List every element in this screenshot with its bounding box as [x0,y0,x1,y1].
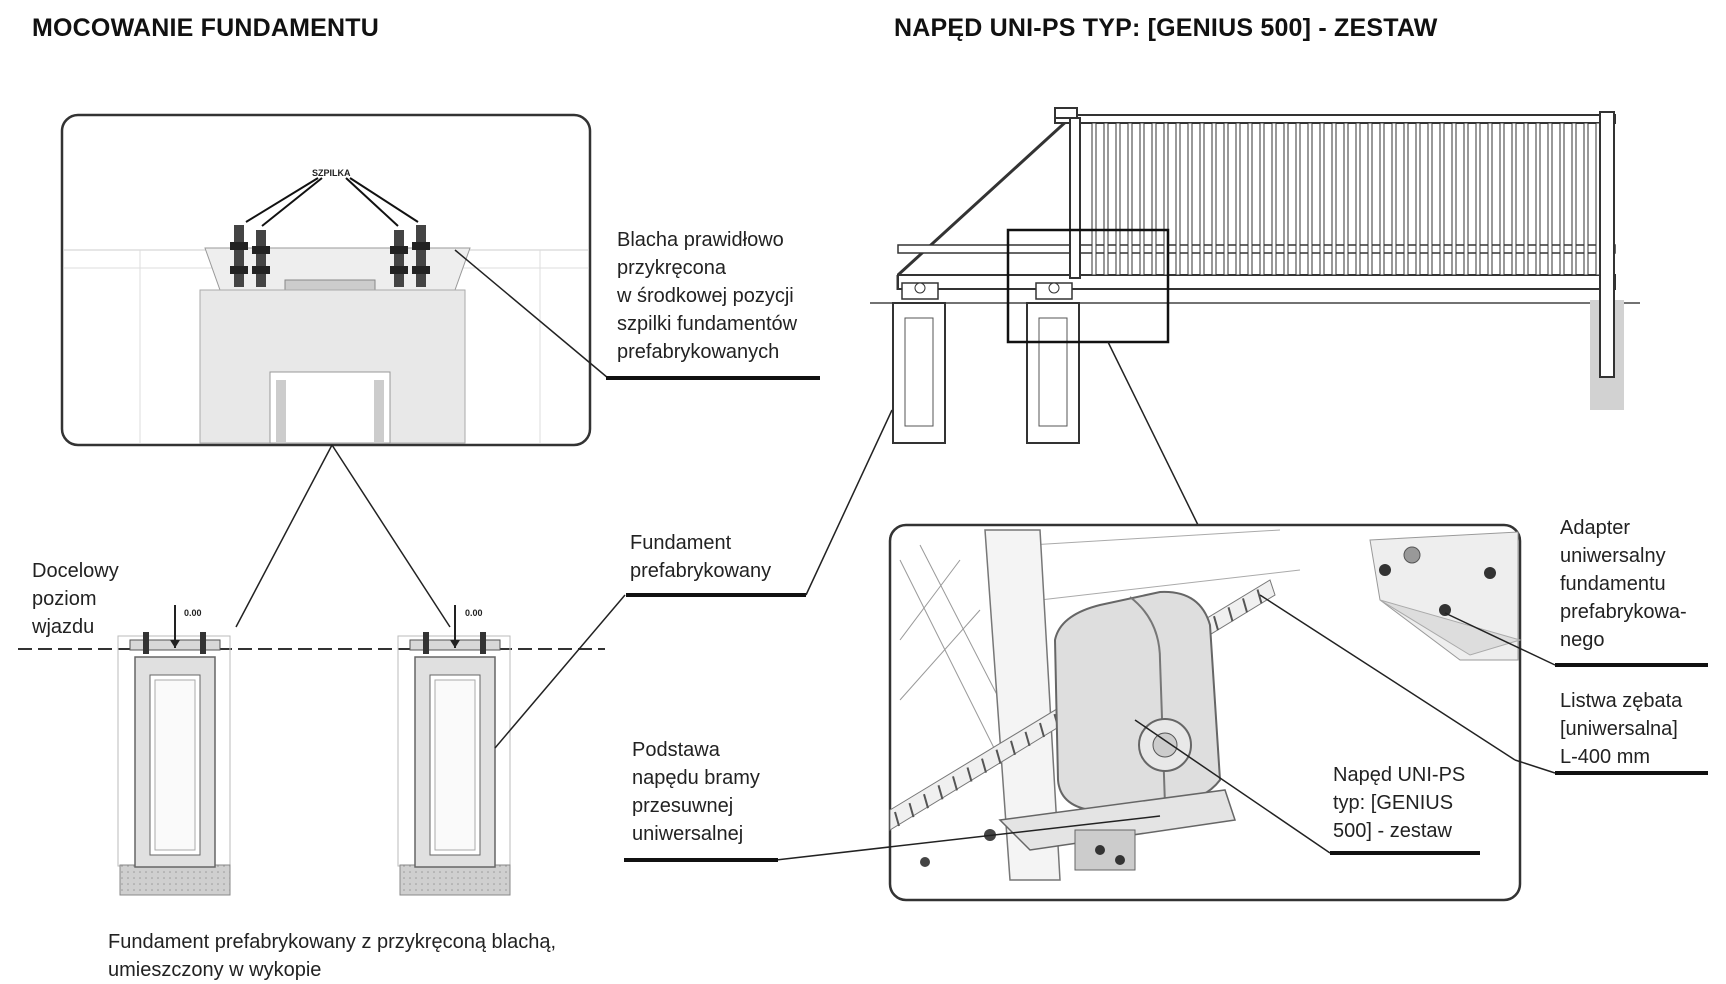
label-listwa: Listwa zębata [uniwersalna] L-400 mm [1560,690,1683,768]
gate-slat [1259,122,1265,276]
gate-slat [1331,122,1337,276]
label-adapter: Adapter uniwersalny fundamentu prefabryk… [1560,517,1687,651]
gate-slat [1247,122,1253,276]
gate-slat [1163,122,1169,276]
gate-slat [1547,122,1553,276]
gate-slat [1235,122,1241,276]
rack-tooth [966,767,973,782]
leader-fundament-left [494,594,626,749]
level-marker-right: 0.00 [465,608,483,618]
rack-tooth [1256,589,1263,604]
szpilka-tag: SZPILKA [312,168,351,178]
title-right: NAPĘD UNI-PS TYP: [GENIUS 500] - ZESTAW [894,14,1438,42]
rack-tooth [952,776,958,791]
rack-tooth [981,758,987,773]
gate-slat [1211,122,1217,276]
gate-slat [1355,122,1361,276]
gate-slat [1427,122,1433,276]
gate-slat [1139,122,1145,276]
foundation-right [399,605,511,896]
foundation-left [119,605,231,896]
gate-slat [1103,122,1109,276]
gate-slat [1403,122,1409,276]
stud-group [230,225,430,287]
label-blacha: Blacha prawidłowo przykręcona w środkowe… [617,229,798,363]
gate-slat [1271,122,1277,276]
label-naped: Napęd UNI-PS typ: [GENIUS 500] - zestaw [1333,764,1466,842]
rack-tooth [1227,607,1234,622]
gate-slat [1379,122,1385,276]
gate-slat [1187,122,1193,276]
detail-box-motor [888,523,1522,902]
gate-slat [1511,122,1517,276]
gate-slat [1523,122,1529,276]
gate-slat [1151,122,1157,276]
gate-slat [1415,122,1421,276]
rack-tooth [1010,740,1016,756]
rack-tooth [1242,598,1248,613]
gate-slat [1499,122,1505,276]
level-marker-left: 0.00 [184,608,202,618]
gate-slat [1571,122,1577,276]
leader-blacha [454,249,609,379]
gate-slat [1559,122,1565,276]
gate-slat [1319,122,1325,276]
gate-slat [1583,122,1589,276]
label-docelowy-poziom: Docelowy poziom wjazdu [32,560,119,638]
rack-tooth [894,811,900,827]
gate-slat [1439,122,1445,276]
rack-tooth [908,802,915,818]
label-podstawa: Podstawa napędu bramy przesuwnej uniwers… [632,739,760,845]
gate-drawing [870,107,1640,444]
gate-slat [1127,122,1133,276]
rack-tooth [937,785,944,800]
gate-slat [1535,122,1541,276]
gate-slat [1463,122,1469,276]
title-left: MOCOWANIE FUNDAMENTU [32,14,380,42]
leader-fundament-right [805,409,893,596]
gate-slat [1091,122,1097,276]
gate-slat [1451,122,1457,276]
gate-slat [1295,122,1301,276]
gate-slats [1091,122,1601,276]
gate-slat [1367,122,1373,276]
rack-tooth [923,793,929,809]
gate-slat [1175,122,1181,276]
rack-tooth [1213,615,1219,631]
rack-tooth [1039,722,1045,738]
gate-slat [1283,122,1289,276]
rack-tooth [995,749,1002,764]
detail-box-top [60,113,592,447]
rack-tooth [1024,731,1031,747]
gate-slat [1343,122,1349,276]
gate-slat [1391,122,1397,276]
gate-slat [1307,122,1313,276]
gate-slat [1487,122,1493,276]
gate-slat [1223,122,1229,276]
gate-slat [1115,122,1121,276]
gate-slat [1199,122,1205,276]
gate-slat [1475,122,1481,276]
label-fundament: Fundament prefabrykowany [630,532,772,582]
